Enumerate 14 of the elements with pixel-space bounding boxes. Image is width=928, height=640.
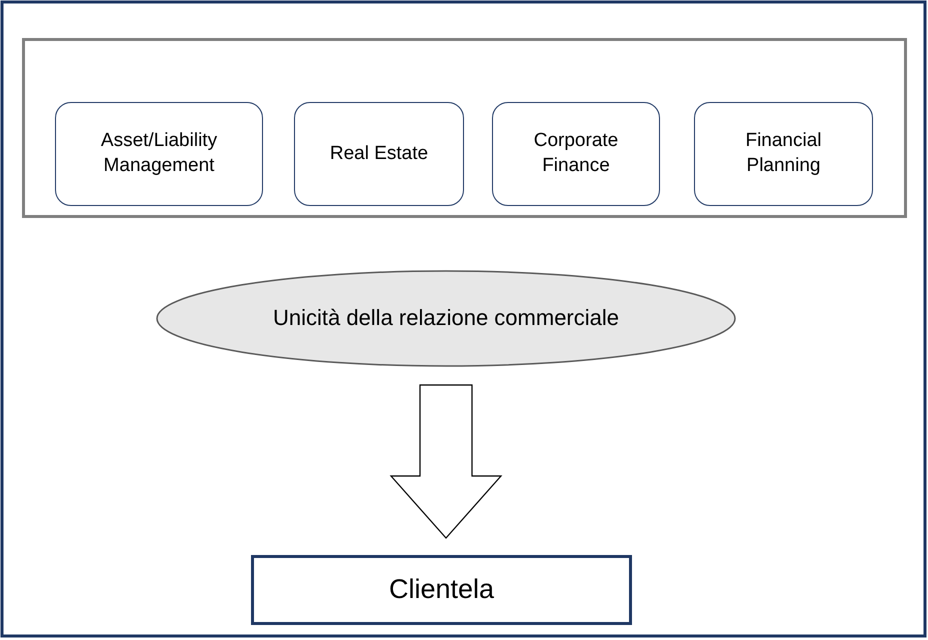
service-label: Real Estate <box>330 142 428 166</box>
service-label: Corporate Finance <box>532 129 620 178</box>
block-arrow <box>390 384 502 539</box>
client-label: Clientela <box>388 573 494 606</box>
ellipse-label: Unicità della relazione commerciale <box>272 304 620 332</box>
service-box <box>55 102 263 206</box>
service-box <box>294 102 464 206</box>
service-label: Asset/Liability Management <box>100 129 218 178</box>
relationship-ellipse <box>156 270 736 367</box>
service-label: Financial Planning <box>744 129 823 178</box>
group-panel <box>22 38 907 218</box>
service-box <box>694 102 873 206</box>
client-box <box>251 555 632 625</box>
service-box <box>492 102 660 206</box>
